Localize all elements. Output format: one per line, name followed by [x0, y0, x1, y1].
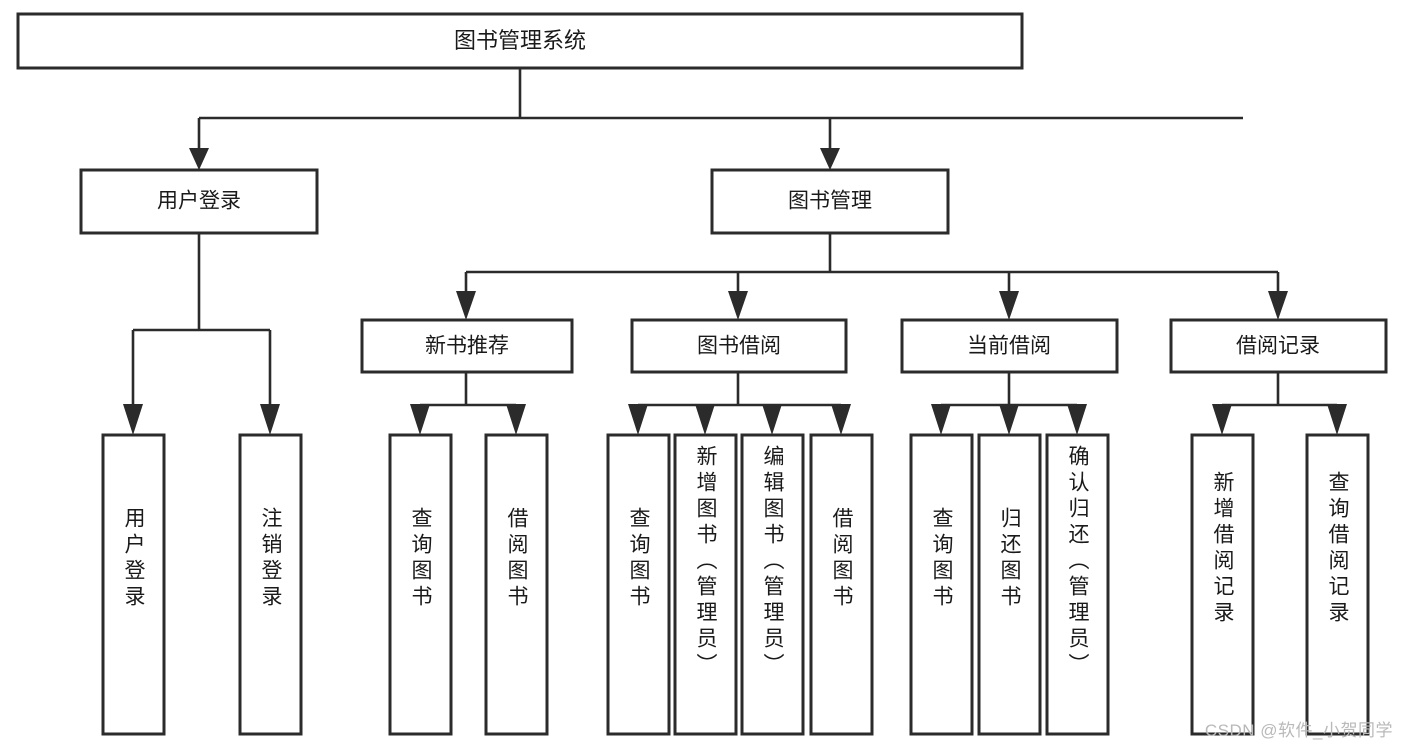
leaf-box-current-borrow-3[interactable]: [1045, 433, 1110, 736]
arrow-leaf-br-2: [1327, 404, 1347, 435]
arrow-user-login: [189, 148, 209, 170]
arrow-new-book: [456, 291, 476, 320]
arrow-leaf-bb-4: [831, 404, 851, 435]
node-borrow-record[interactable]: 借阅记录: [1169, 318, 1388, 374]
level3-label-current-borrow: 当前借阅: [967, 335, 1051, 358]
node-book-borrow[interactable]: 图书借阅: [630, 318, 848, 374]
node-book-management[interactable]: 图书管理: [710, 168, 950, 235]
leaf-box-book-borrow-2[interactable]: [673, 433, 738, 736]
level2-label-user-login: 用户登录: [157, 190, 241, 213]
arrow-leaf-bb-3: [762, 404, 782, 435]
connector-layer: [123, 68, 1347, 435]
level3-node-box-book-borrow[interactable]: [630, 318, 848, 374]
root-node-label: 图书管理系统: [454, 28, 586, 53]
level2-label-book-management: 图书管理: [788, 190, 872, 213]
level2-node-box-user-login[interactable]: [79, 168, 319, 235]
arrow-leaf-nb-1: [410, 404, 430, 435]
arrow-leaf-ul-1: [123, 404, 143, 435]
leaf-box-current-borrow-1[interactable]: [909, 433, 974, 736]
leaf-node-boxes: [101, 433, 1370, 736]
level3-label-new-book-recommend: 新书推荐: [425, 335, 509, 358]
node-new-book-recommend[interactable]: 新书推荐: [360, 318, 574, 374]
arrow-book-borrow: [728, 291, 748, 320]
level3-node-box-borrow-record[interactable]: [1169, 318, 1388, 374]
arrow-leaf-ul-2: [260, 404, 280, 435]
level2-node-box-book-management[interactable]: [710, 168, 950, 235]
arrow-current-borrow: [999, 291, 1019, 320]
arrow-leaf-cb-2: [999, 404, 1019, 435]
leaf-box-user-login-2[interactable]: [238, 433, 303, 736]
leaf-box-borrow-record-2[interactable]: [1305, 433, 1370, 736]
arrow-borrow-record: [1268, 291, 1288, 320]
leaf-box-new-book-2[interactable]: [484, 433, 549, 736]
leaf-box-current-borrow-2[interactable]: [977, 433, 1042, 736]
level3-node-box-current-borrow[interactable]: [900, 318, 1119, 374]
leaf-box-book-borrow-4[interactable]: [809, 433, 874, 736]
level3-label-borrow-record: 借阅记录: [1236, 335, 1320, 358]
node-root-book-management-system[interactable]: 图书管理系统: [16, 12, 1024, 70]
arrow-leaf-br-1: [1212, 404, 1232, 435]
csdn-watermark: CSDN @软件_小贺同学: [1204, 721, 1393, 740]
root-node-box[interactable]: [16, 12, 1024, 70]
arrow-leaf-bb-1: [628, 404, 648, 435]
arrow-leaf-bb-2: [695, 404, 715, 435]
leaf-box-borrow-record-1[interactable]: [1190, 433, 1255, 736]
level3-label-book-borrow: 图书借阅: [697, 335, 781, 358]
arrow-leaf-cb-3: [1067, 404, 1087, 435]
leaf-box-new-book-1[interactable]: [388, 433, 453, 736]
leaf-box-book-borrow-1[interactable]: [606, 433, 671, 736]
leaf-box-user-login-1[interactable]: [101, 433, 166, 736]
arrow-book-manage: [820, 148, 840, 170]
node-current-borrow[interactable]: 当前借阅: [900, 318, 1119, 374]
arrow-leaf-cb-1: [931, 404, 951, 435]
node-user-login[interactable]: 用户登录: [79, 168, 319, 235]
arrow-leaf-nb-2: [506, 404, 526, 435]
level3-node-box-new-book-recommend[interactable]: [360, 318, 574, 374]
leaf-box-book-borrow-3[interactable]: [740, 433, 805, 736]
